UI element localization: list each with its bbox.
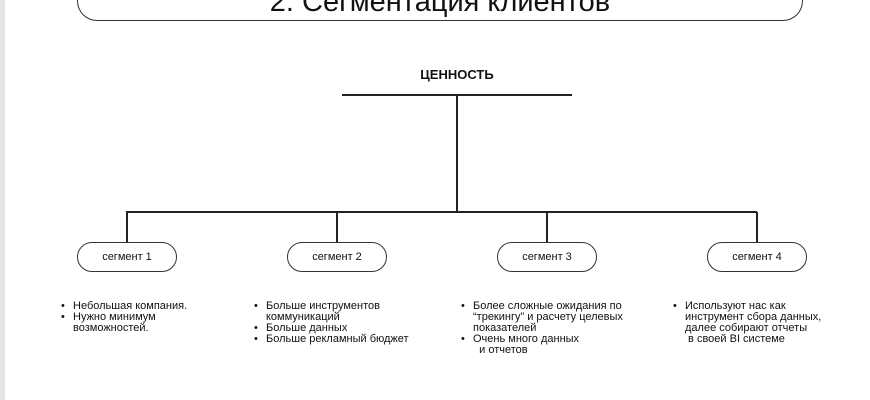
root-node: ЦЕННОСТЬ [420, 67, 494, 82]
list-item: Небольшая компания. [61, 301, 187, 313]
segment-4-node: сегмент 4 [707, 242, 807, 272]
list-item: Больше инструментов коммуникаций [254, 301, 409, 323]
slide-title: 2. Сегментация клиентов [269, 0, 611, 18]
segment-4-list: Используют нас как инструмент сбора данн… [672, 301, 821, 345]
list-item: Очень много данных и отчетов [461, 334, 623, 356]
list-item: Более сложные ожидания по “трекингу” и р… [461, 301, 623, 334]
segment-1-node: сегмент 1 [77, 242, 177, 272]
segment-2-node: сегмент 2 [287, 242, 387, 272]
list-item: Больше данных [254, 323, 409, 335]
segment-3-list: Более сложные ожидания по “трекингу” и р… [460, 301, 623, 356]
trunk-connector [456, 95, 458, 213]
list-item: Используют нас как инструмент сбора данн… [673, 301, 821, 345]
segment-1-connector [126, 212, 128, 242]
segment-2-list: Больше инструментов коммуникаций Больше … [253, 301, 409, 346]
list-item: Больше рекламный бюджет [254, 334, 409, 346]
branch-connector [126, 211, 757, 213]
list-item: Нужно минимум возможностей. [61, 312, 187, 334]
segment-4-connector [756, 212, 758, 242]
segment-3-node: сегмент 3 [497, 242, 597, 272]
segment-3-connector [546, 212, 548, 242]
segment-2-connector [336, 212, 338, 242]
segment-1-list: Небольшая компания. Нужно минимум возмож… [60, 301, 187, 334]
left-edge [0, 0, 5, 400]
